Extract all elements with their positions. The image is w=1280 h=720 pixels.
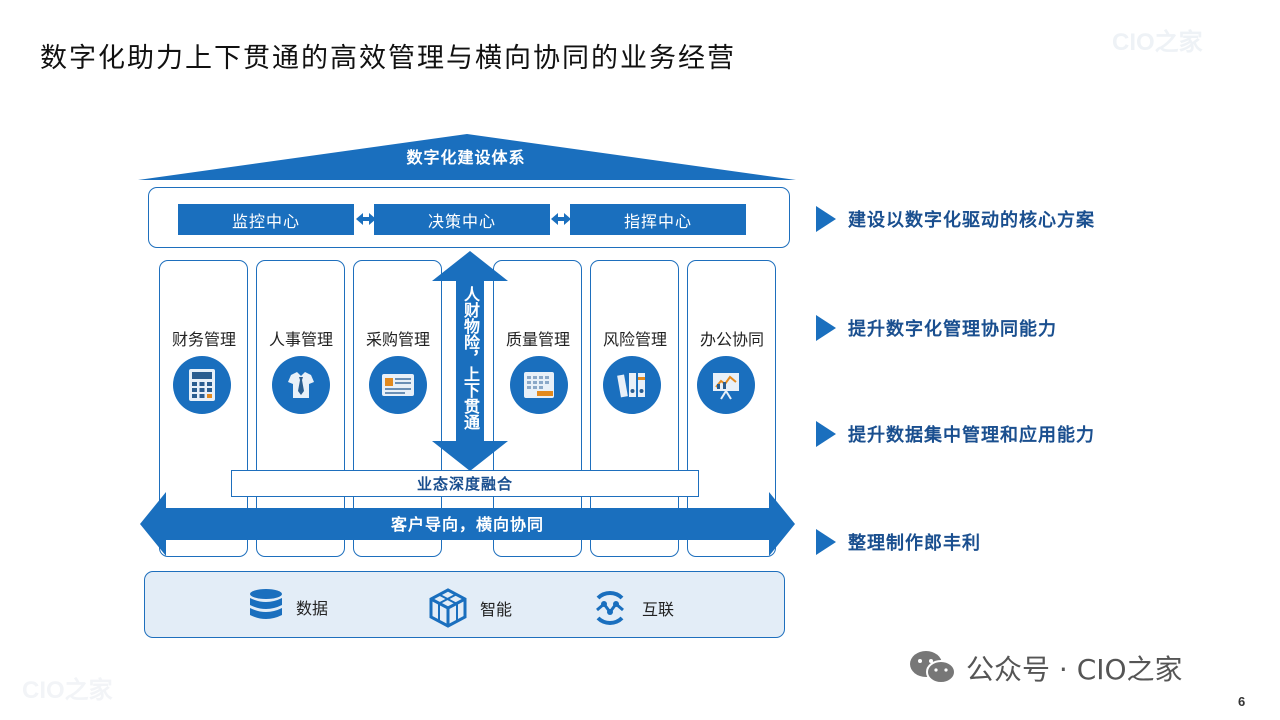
pillar-label: 质量管理 (505, 330, 570, 349)
double-arrow-icon (551, 213, 571, 225)
wechat-label: 公众号 · CIO之家 (966, 653, 1183, 686)
roof-shape (138, 134, 796, 180)
foundation-data: 数据 (248, 588, 328, 626)
pillar-label: 财务管理 (171, 330, 236, 349)
calculator-icon (173, 356, 231, 414)
monitor-center: 监控中心 (178, 204, 354, 235)
cube-network-icon (429, 588, 467, 628)
pillar-label: 人事管理 (268, 330, 333, 349)
benefit-item: 提升数据集中管理和应用能力 (816, 421, 1095, 447)
fusion-bar: 业态深度融合 (231, 470, 699, 497)
benefit-item: 提升数字化管理协同能力 (816, 315, 1057, 341)
document-list-icon (369, 356, 427, 414)
foundation-label: 互联 (642, 600, 675, 619)
benefit-text: 建设以数字化驱动的核心方案 (848, 210, 1095, 231)
roof-label: 数字化建设体系 (406, 148, 526, 167)
vertical-double-arrow (432, 251, 508, 471)
decision-center: 决策中心 (374, 204, 550, 235)
foundation-intelligence: 智能 (428, 588, 512, 628)
wechat-icon (910, 651, 956, 684)
benefit-text: 提升数据集中管理和应用能力 (848, 425, 1095, 446)
double-arrow-icon (356, 213, 376, 225)
benefit-text: 提升数字化管理协同能力 (848, 319, 1057, 340)
binders-icon (603, 356, 661, 414)
database-icon (250, 589, 282, 619)
triangle-bullet-icon (816, 206, 836, 232)
slide-title: 数字化助力上下贯通的高效管理与横向协同的业务经营 (40, 43, 736, 74)
triangle-bullet-icon (816, 529, 836, 555)
pillar-label: 风险管理 (602, 330, 667, 349)
watermark-bottom: CIO之家 (22, 677, 113, 704)
vertical-arrow-label: 人财物险，上下贯通 (461, 286, 480, 430)
pillar-label: 办公协同 (699, 330, 764, 349)
watermark-top: CIO之家 (1112, 29, 1203, 56)
horizontal-arrow-label: 客户导向，横向协同 (390, 515, 544, 534)
benefit-item: 建设以数字化驱动的核心方案 (816, 206, 1095, 232)
triangle-bullet-icon (816, 315, 836, 341)
calendar-grid-icon (510, 356, 568, 414)
foundation-label: 智能 (480, 600, 513, 619)
horizontal-double-arrow (140, 492, 795, 556)
wechat-account: 公众号 · CIO之家 (908, 648, 1183, 688)
foundation-connect: 互联 (590, 588, 674, 628)
benefit-text: 整理制作郎丰利 (848, 533, 981, 554)
command-center: 指挥中心 (570, 204, 746, 235)
presentation-board-icon (697, 356, 755, 414)
shirt-tie-icon (272, 356, 330, 414)
connect-icon (596, 591, 624, 625)
page-number: 6 (1238, 694, 1246, 709)
pillar-label: 采购管理 (365, 330, 430, 349)
foundation-label: 数据 (296, 599, 329, 618)
benefit-item: 整理制作郎丰利 (816, 529, 981, 555)
triangle-bullet-icon (816, 421, 836, 447)
